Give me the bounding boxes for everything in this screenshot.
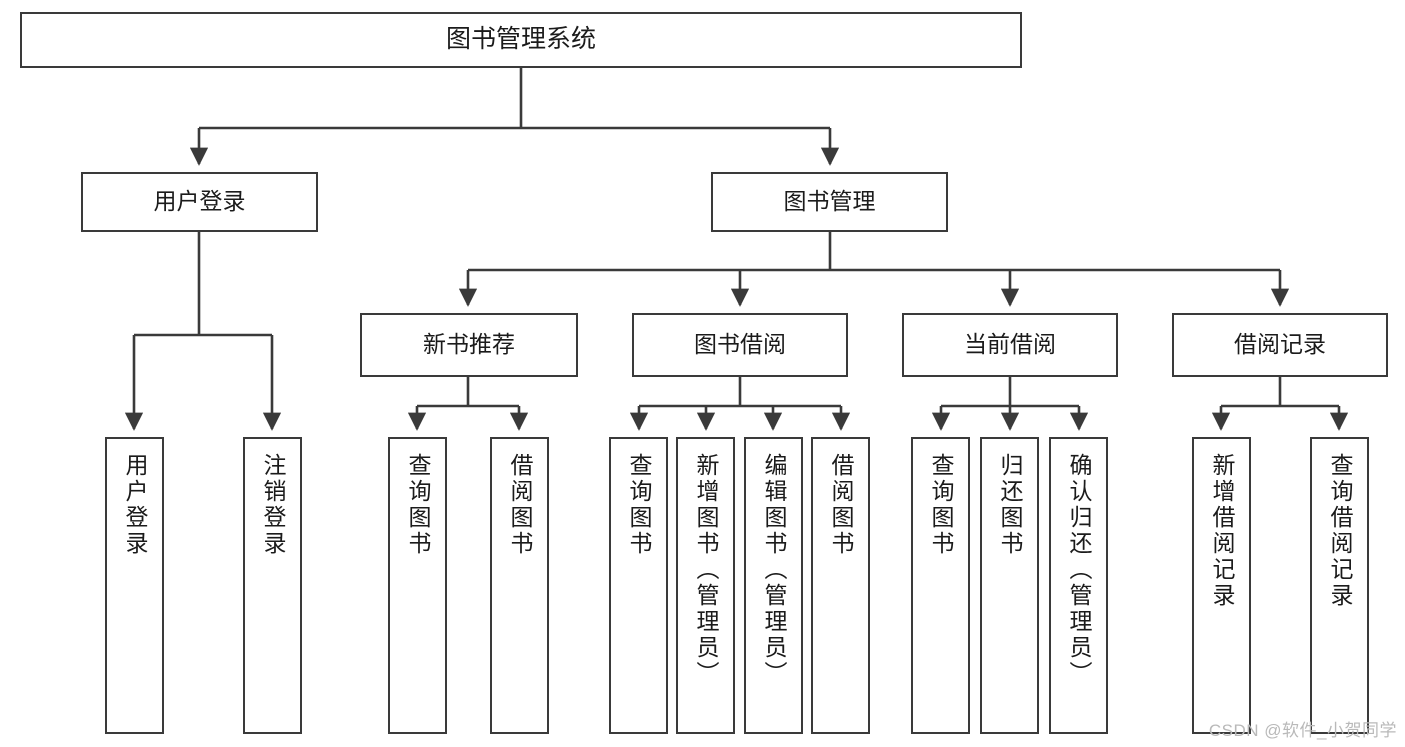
node-label: 借阅图书	[828, 453, 854, 557]
node-borrow-record[interactable]: 借阅记录	[1172, 313, 1388, 377]
node-book-borrow[interactable]: 图书借阅	[632, 313, 848, 377]
leaf-user-login-login[interactable]: 用户登录	[105, 437, 164, 734]
leaf-new-book-query[interactable]: 查询图书	[388, 437, 447, 734]
node-label: 新书推荐	[423, 331, 515, 358]
node-label: 编辑图书（管理员）	[761, 453, 787, 687]
node-label: 用户登录	[153, 188, 246, 215]
leaf-book-borrow-add[interactable]: 新增图书（管理员）	[676, 437, 735, 734]
leaf-new-book-borrow[interactable]: 借阅图书	[490, 437, 549, 734]
leaf-borrow-record-add[interactable]: 新增借阅记录	[1192, 437, 1251, 734]
node-label: 图书管理	[783, 188, 876, 215]
node-label: 查询图书	[928, 453, 954, 557]
node-root-book-management-system[interactable]: 图书管理系统	[20, 12, 1022, 68]
leaf-current-borrow-query[interactable]: 查询图书	[911, 437, 970, 734]
node-label: 借阅图书	[507, 453, 533, 557]
node-label: 注销登录	[260, 453, 286, 557]
node-new-book-recommend[interactable]: 新书推荐	[360, 313, 578, 377]
node-label: 确认归还（管理员）	[1066, 453, 1092, 687]
node-label: 新增借阅记录	[1209, 453, 1235, 609]
node-user-login[interactable]: 用户登录	[81, 172, 318, 232]
leaf-user-login-logout[interactable]: 注销登录	[243, 437, 302, 734]
leaf-current-borrow-confirm-return[interactable]: 确认归还（管理员）	[1049, 437, 1108, 734]
node-label: 归还图书	[997, 453, 1023, 557]
node-label: 查询借阅记录	[1327, 453, 1353, 609]
node-label: 当前借阅	[964, 331, 1056, 358]
node-label: 借阅记录	[1234, 331, 1326, 358]
leaf-book-borrow-borrow[interactable]: 借阅图书	[811, 437, 870, 734]
node-label: 新增图书（管理员）	[693, 453, 719, 687]
leaf-current-borrow-return[interactable]: 归还图书	[980, 437, 1039, 734]
node-book-management[interactable]: 图书管理	[711, 172, 948, 232]
leaf-book-borrow-edit[interactable]: 编辑图书（管理员）	[744, 437, 803, 734]
leaf-book-borrow-query[interactable]: 查询图书	[609, 437, 668, 734]
node-label: 用户登录	[122, 453, 148, 557]
node-label: 查询图书	[405, 453, 431, 557]
leaf-borrow-record-query[interactable]: 查询借阅记录	[1310, 437, 1369, 734]
node-label: 图书借阅	[694, 331, 786, 358]
node-current-borrow[interactable]: 当前借阅	[902, 313, 1118, 377]
csdn-watermark: CSDN @软件_小贺同学	[1208, 721, 1397, 740]
node-label: 查询图书	[626, 453, 652, 557]
node-label: 图书管理系统	[445, 25, 596, 54]
